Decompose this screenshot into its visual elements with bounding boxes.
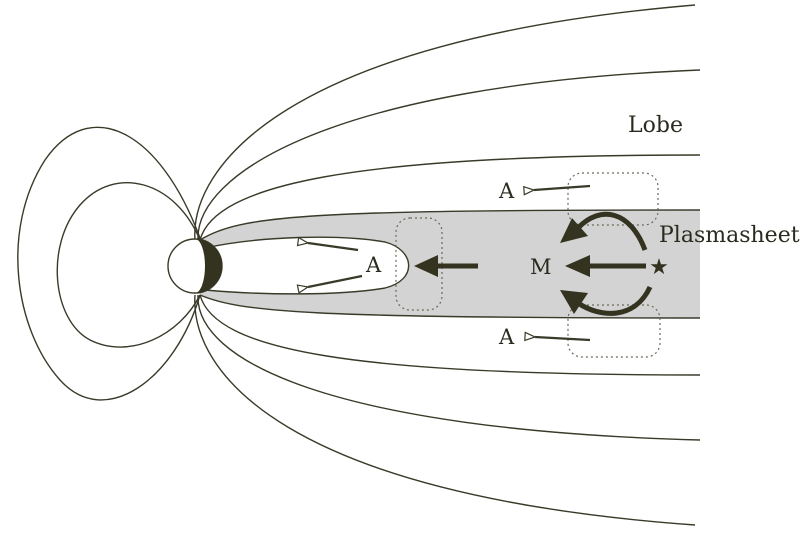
south-field-line-1 bbox=[199, 294, 701, 376]
dayside-inner-loop bbox=[56, 182, 201, 348]
inner-closed-field-line bbox=[204, 236, 410, 295]
plasmasheet-lower-boundary bbox=[199, 294, 701, 319]
dayside-outer-loop bbox=[17, 126, 201, 401]
bottom-a-label: A bbox=[498, 325, 515, 349]
south-field-line-2 bbox=[197, 294, 701, 441]
planet bbox=[167, 238, 223, 294]
inner-upper-hollow-arrow bbox=[308, 243, 359, 252]
inner-lower-hollow-arrow bbox=[308, 274, 363, 287]
top-a-label: A bbox=[498, 179, 515, 203]
north-field-line-3 bbox=[199, 154, 701, 241]
m-solid-arrow bbox=[565, 255, 646, 277]
inner-a-label: A bbox=[365, 253, 382, 277]
north-field-line-2 bbox=[197, 69, 701, 241]
north-field-line-1 bbox=[194, 4, 696, 241]
lower-curved-arrow bbox=[560, 285, 653, 316]
bottom-hollow-arrow bbox=[535, 337, 591, 340]
south-field-line-3 bbox=[194, 294, 696, 526]
lobe-label: Lobe bbox=[628, 113, 683, 138]
star-marker: ★ bbox=[649, 255, 669, 280]
inner-solid-arrow bbox=[414, 255, 478, 277]
plasmasheet-label: Plasmasheet bbox=[659, 223, 800, 248]
top-hollow-arrow bbox=[534, 184, 591, 190]
plasmasheet-upper-boundary bbox=[199, 209, 701, 241]
upper-curved-arrow bbox=[560, 211, 648, 251]
top-dotted-box bbox=[567, 172, 659, 226]
bottom-dotted-box bbox=[567, 304, 661, 358]
m-label: M bbox=[530, 255, 552, 279]
